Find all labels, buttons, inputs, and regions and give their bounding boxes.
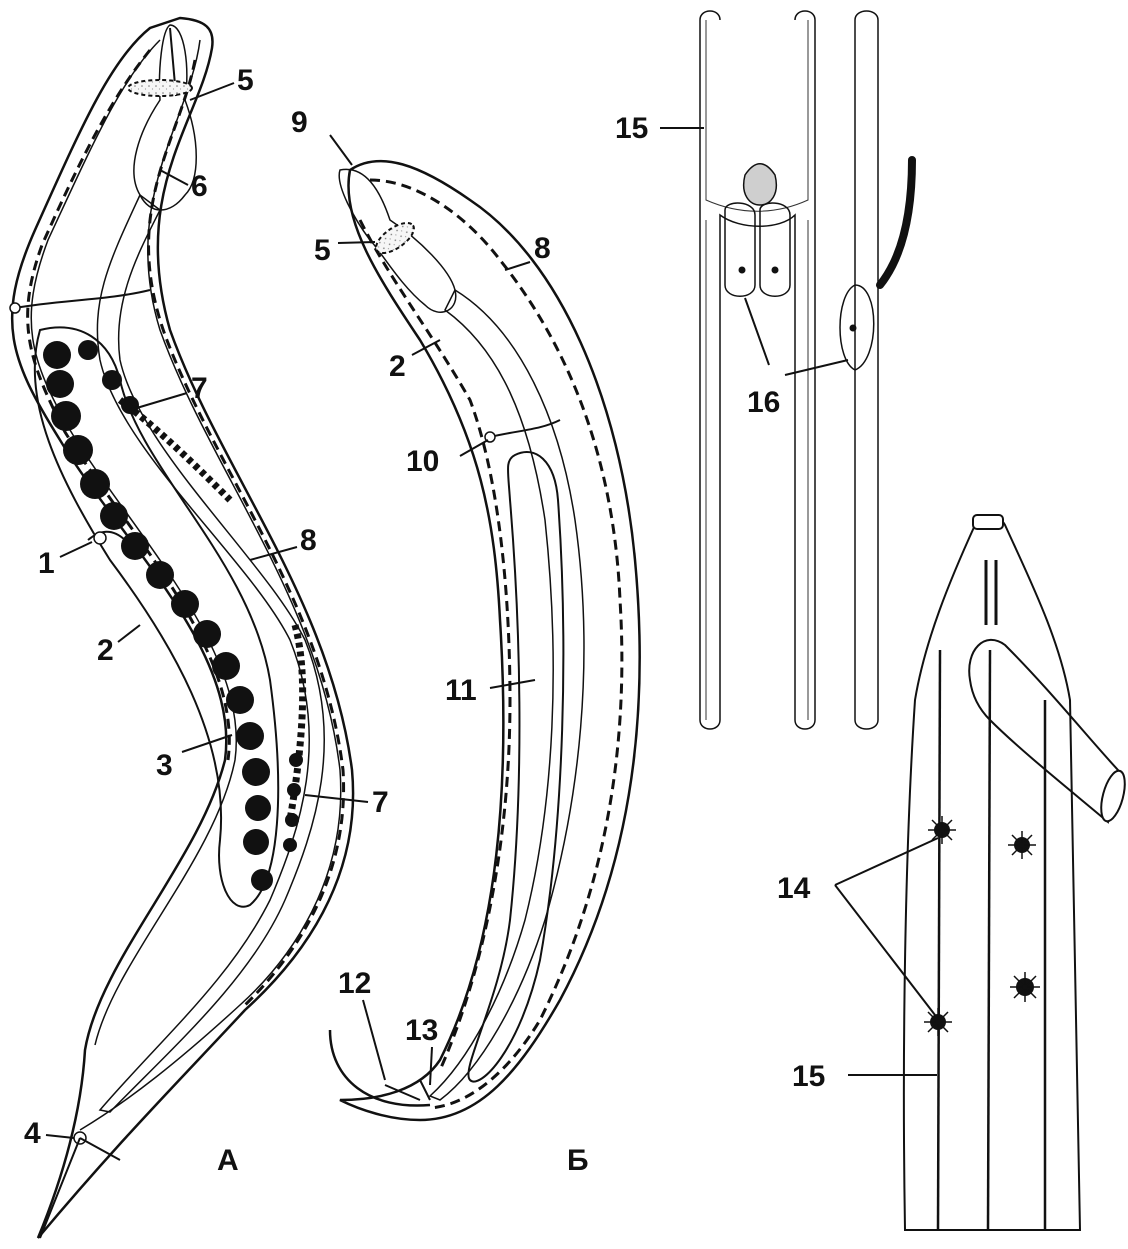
male-nematode [330,161,640,1120]
label-b-13: 13 [405,1014,438,1047]
label-body-14: 14 [777,872,811,905]
label-b-10: 10 [406,445,439,478]
label-a-5: 5 [237,64,254,97]
panel-letter-a: А [217,1144,239,1177]
labels: 5 6 7 1 8 2 3 7 4 9 5 8 2 10 11 12 13 А … [24,64,825,1177]
label-b-5: 5 [314,234,331,267]
female-nematode [10,18,353,1238]
label-cells-16: 16 [747,386,780,419]
panel-letter-b: Б [567,1144,589,1177]
label-a-7-top: 7 [191,372,208,405]
label-b-8: 8 [534,232,551,265]
label-b-2: 2 [389,350,406,383]
label-a-4: 4 [24,1117,41,1150]
label-body-15: 15 [792,1060,825,1093]
label-b-9: 9 [291,106,308,139]
label-a-6: 6 [191,170,208,203]
label-a-1: 1 [38,547,55,580]
label-a-2: 2 [97,634,114,667]
label-cells-15: 15 [615,112,648,145]
label-a-7-bottom: 7 [372,786,389,819]
label-b-12: 12 [338,967,371,1000]
body-segment [904,515,1128,1230]
label-a-3: 3 [156,749,173,782]
label-b-11: 11 [445,674,477,707]
label-a-8: 8 [300,524,317,557]
